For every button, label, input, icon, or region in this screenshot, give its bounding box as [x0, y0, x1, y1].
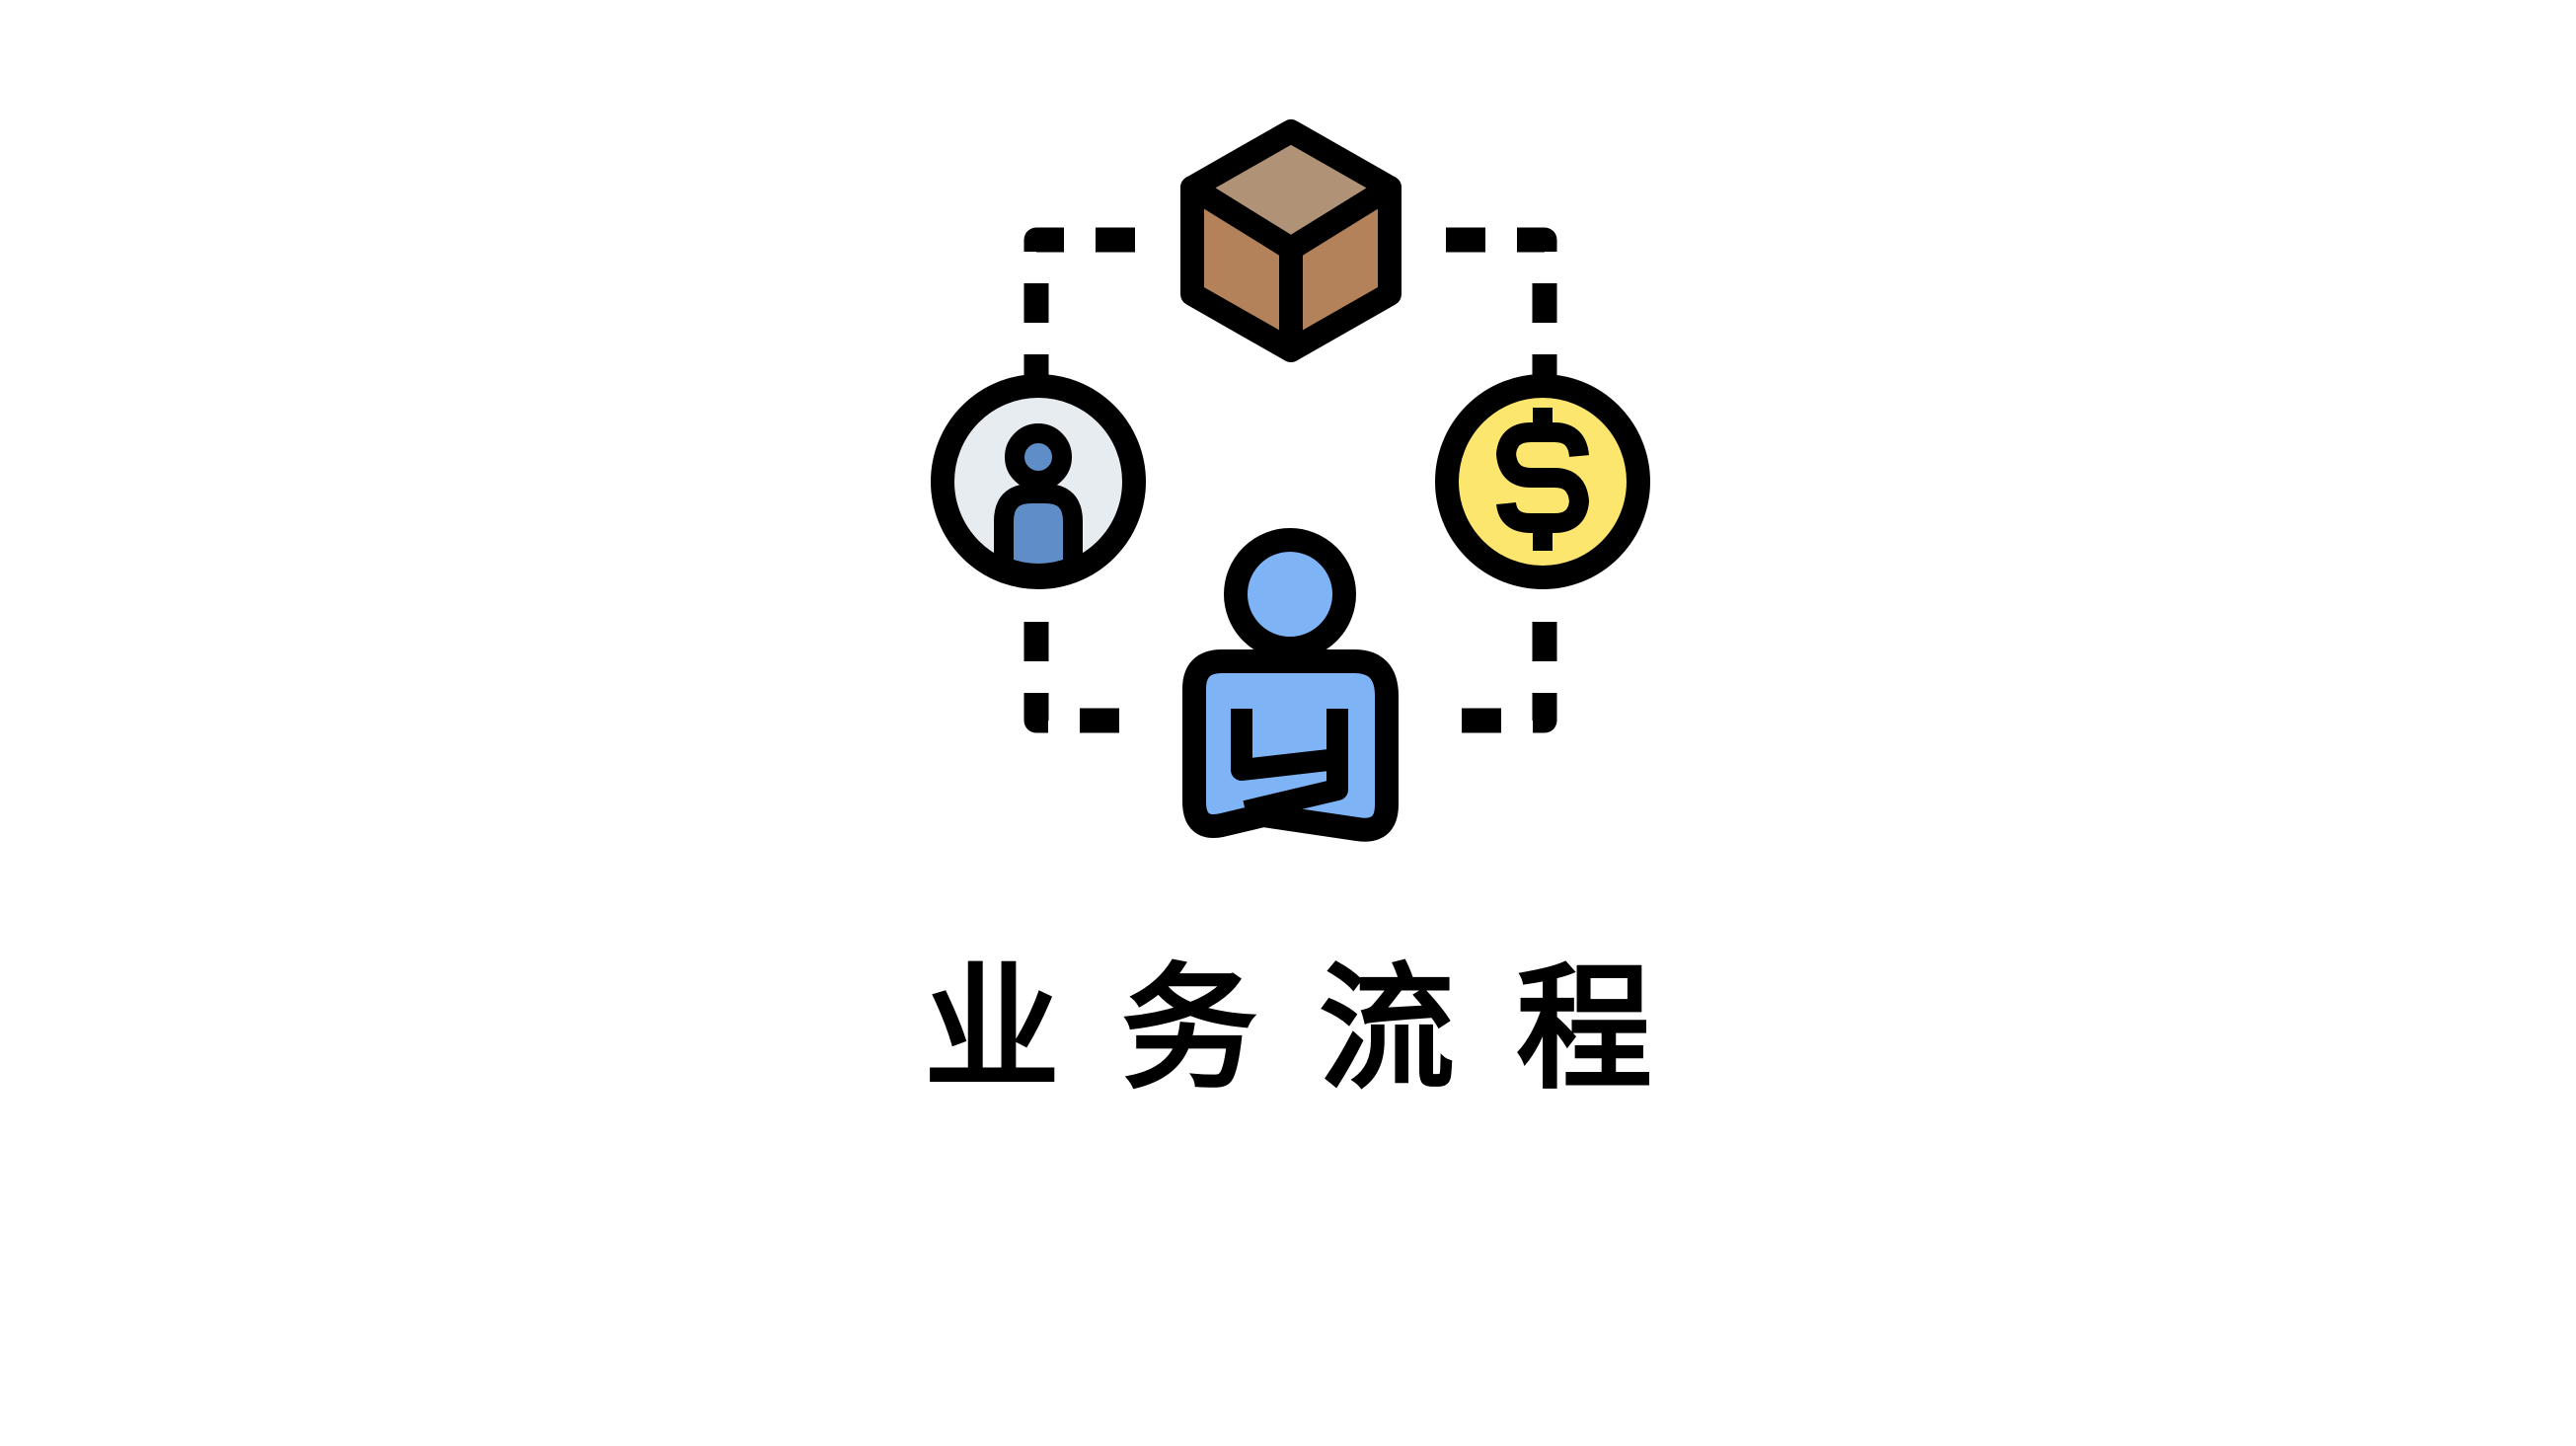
connector-lines [1023, 227, 1557, 733]
connector-top-left [1023, 227, 1135, 375]
dollar-coin-icon [1435, 374, 1650, 589]
package-box-icon [1180, 119, 1402, 362]
box-right-face [1279, 176, 1402, 362]
connector-top-right [1446, 227, 1557, 375]
connector-bottom-right [1446, 622, 1557, 733]
operator-person-icon [1182, 528, 1399, 842]
connector-bottom-left [1023, 622, 1135, 733]
page-title: 业务流程 [923, 950, 1713, 1108]
customer-person-icon [931, 374, 1146, 589]
